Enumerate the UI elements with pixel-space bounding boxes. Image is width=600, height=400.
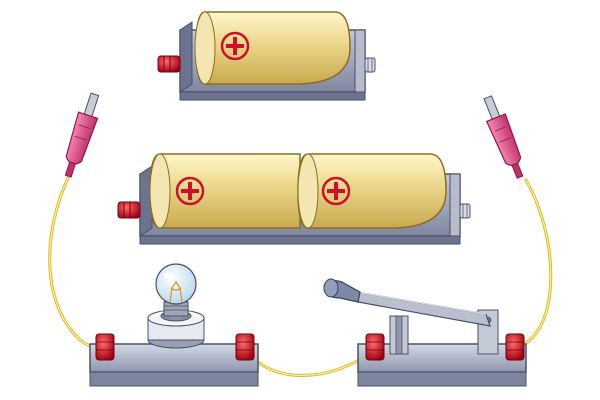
plus-sign-icon bbox=[321, 176, 351, 206]
battery-holder-single bbox=[157, 11, 376, 101]
knife-switch-board bbox=[323, 278, 527, 387]
battery-cell bbox=[194, 11, 351, 85]
battery-cell bbox=[149, 153, 301, 229]
screw-terminal[interactable] bbox=[364, 57, 376, 73]
test-lead-right[interactable] bbox=[478, 94, 529, 181]
terminal-knob[interactable] bbox=[157, 55, 181, 73]
terminal-knob[interactable] bbox=[365, 333, 385, 361]
terminal-knob[interactable] bbox=[505, 333, 525, 361]
wire-right bbox=[518, 178, 553, 348]
plus-sign-icon bbox=[220, 31, 250, 61]
test-lead-left[interactable] bbox=[59, 91, 105, 179]
battery-holder-double bbox=[117, 153, 471, 245]
battery-cell bbox=[297, 153, 447, 229]
bulb-socket-board bbox=[89, 263, 259, 387]
alligator-probe-icon bbox=[64, 92, 100, 178]
plus-sign-icon bbox=[175, 176, 205, 206]
alligator-probe-icon bbox=[483, 95, 524, 179]
bulb-icon bbox=[147, 263, 205, 349]
wire-left bbox=[48, 176, 104, 350]
terminal-knob[interactable] bbox=[95, 333, 115, 361]
terminal-knob[interactable] bbox=[235, 333, 255, 361]
terminal-knob[interactable] bbox=[117, 201, 141, 219]
knife-switch-icon[interactable] bbox=[323, 278, 499, 355]
screw-terminal[interactable] bbox=[459, 203, 471, 219]
